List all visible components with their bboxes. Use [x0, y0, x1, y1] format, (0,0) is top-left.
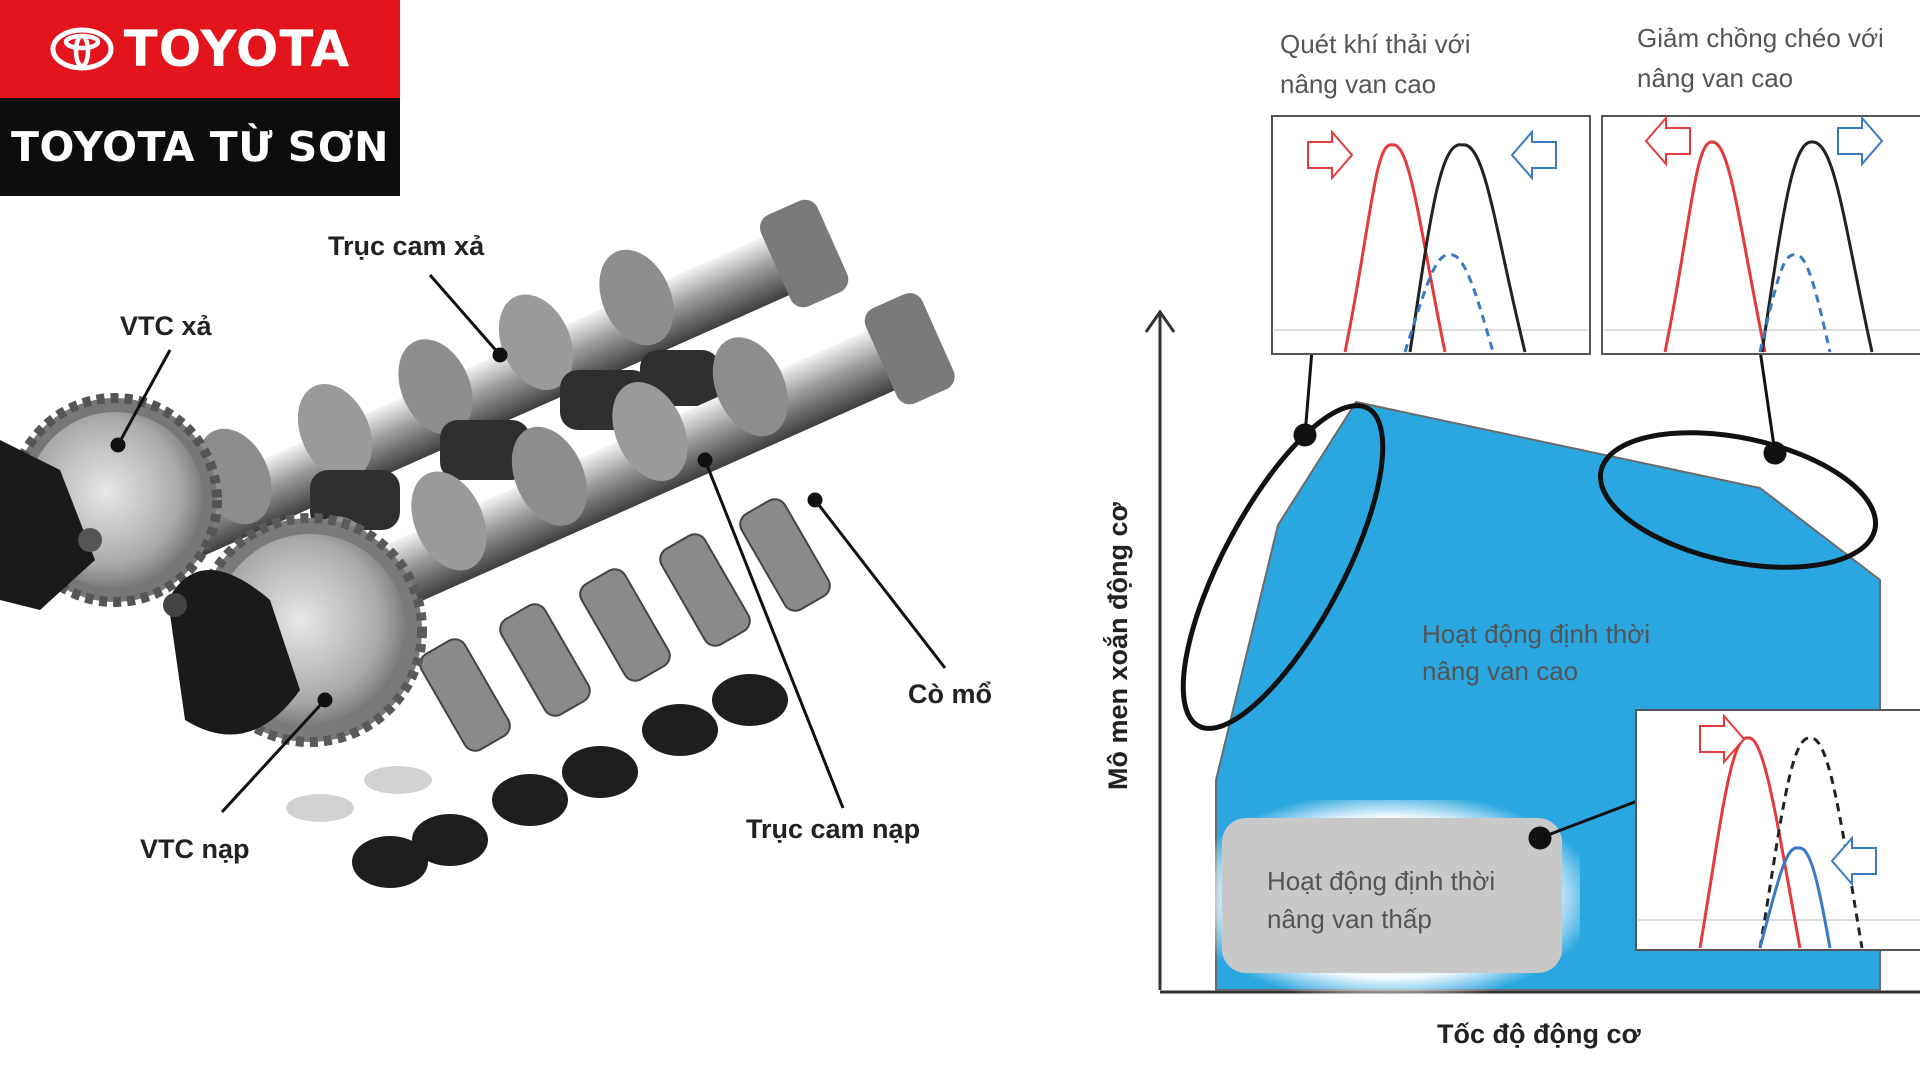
inset-scavenging-caption-line1: Quét khí thải với: [1280, 29, 1470, 59]
leader-lines: [110, 274, 947, 814]
camshaft-illustration: Trục cam xả VTC xả Cò mổ Trục cam nạp VT…: [0, 199, 992, 888]
dealer-name: TOYOTA TỪ SƠN: [11, 123, 389, 171]
valve-train: [286, 498, 831, 888]
intake-arrow-icon: [1830, 835, 1877, 887]
low-lift-label-line2: nâng van thấp: [1267, 904, 1432, 934]
high-lift-label-line1: Hoạt động định thời: [1422, 619, 1650, 649]
exhaust-arrow-icon: [1699, 713, 1746, 765]
intake-arrow-icon: [1837, 115, 1884, 167]
brand-name: TOYOTA: [123, 20, 351, 78]
brand-logo-bar: TOYOTA: [0, 0, 400, 98]
low-lift-region: [1222, 818, 1562, 973]
callout-leaders: [1293, 349, 1787, 850]
brand-badge: TOYOTA TOYOTA TỪ SƠN: [0, 0, 400, 196]
high-speed-ellipse: [1597, 430, 1879, 570]
x-axis-label: Tốc độ động cơ: [1437, 1019, 1641, 1049]
low-lift-curve: [1403, 253, 1495, 353]
intake-lift-curve: [1408, 143, 1527, 353]
low-speed-ellipse: [1180, 403, 1386, 731]
dealer-bar: TOYOTA TỪ SƠN: [0, 98, 400, 196]
inset-overlap-caption-line1: Giảm chồng chéo với: [1637, 23, 1884, 53]
low-lift-label-line1: Hoạt động định thời: [1267, 866, 1495, 896]
y-axis-label: Mô men xoắn động cơ: [1102, 501, 1133, 790]
torque-map: Mô men xoắn động cơ Tốc độ động cơ Hoạt …: [1102, 23, 1920, 1049]
inset-scavenging-caption-line2: nâng van cao: [1280, 69, 1436, 99]
label-vtc-intake: VTC nạp: [140, 834, 250, 864]
high-lift-label-line2: nâng van cao: [1422, 656, 1578, 686]
inset-scavenging: Quét khí thải với nâng van cao: [1271, 29, 1591, 355]
toyota-logo-icon: [50, 27, 114, 71]
label-vtc-exhaust: VTC xả: [120, 311, 213, 341]
intake-arrow-icon: [1510, 129, 1557, 181]
inset-overlap-caption-line2: nâng van cao: [1637, 63, 1793, 93]
vtc-intake-gear: [163, 513, 427, 747]
inset-overlap: Giảm chồng chéo với nâng van cao: [1601, 23, 1920, 355]
label-rocker-arm: Cò mổ: [908, 679, 992, 709]
vtc-exhaust-gear: [0, 393, 222, 610]
exhaust-arrow-icon: [1307, 129, 1354, 181]
label-exhaust-camshaft: Trục cam xả: [328, 231, 485, 261]
label-intake-camshaft: Trục cam nạp: [746, 814, 920, 844]
inset-low-lift: [1635, 709, 1920, 951]
exhaust-arrow-icon: [1644, 115, 1691, 167]
